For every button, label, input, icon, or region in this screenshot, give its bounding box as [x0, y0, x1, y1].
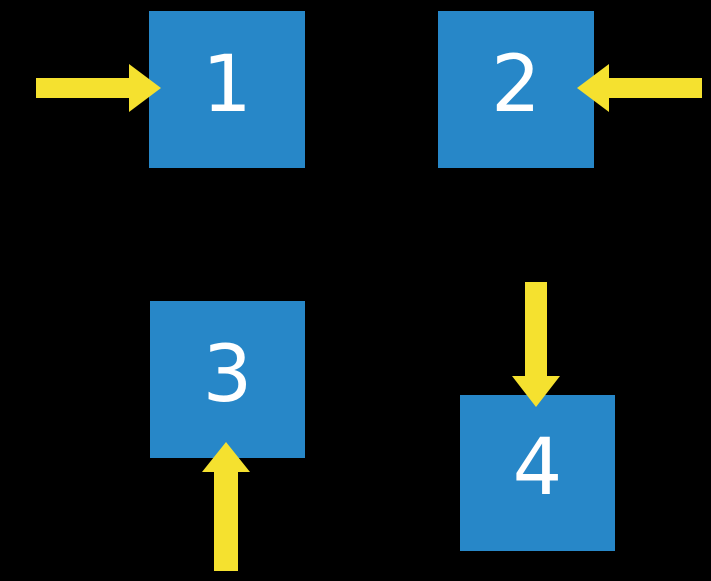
box-3[interactable]: 3: [150, 301, 305, 458]
box-4-label: 4: [512, 423, 563, 513]
box-3-label: 3: [202, 329, 253, 420]
box-4[interactable]: 4: [460, 395, 615, 551]
arrow-right-icon: [36, 64, 161, 112]
box-1-label: 1: [202, 39, 252, 130]
arrow-down-icon: [512, 282, 560, 407]
box-2-label: 2: [491, 39, 541, 130]
box-2[interactable]: 2: [438, 11, 594, 168]
arrow-left-icon: [577, 64, 702, 112]
arrow-up-icon: [202, 442, 250, 571]
box-1[interactable]: 1: [149, 11, 305, 168]
